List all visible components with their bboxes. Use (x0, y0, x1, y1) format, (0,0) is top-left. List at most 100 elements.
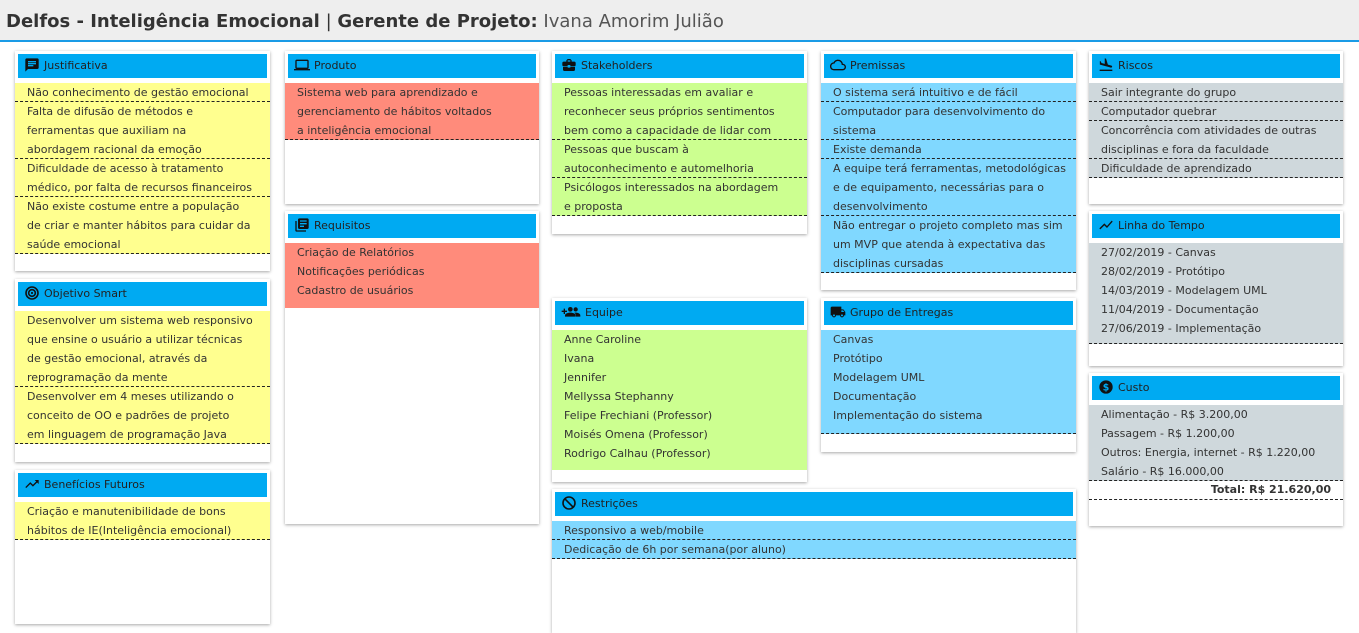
list-filler (552, 463, 807, 470)
card-header: Linha do Tempo (1092, 214, 1340, 238)
list-item: Não conhecimento de gestão emocional (15, 83, 270, 102)
list-item: 14/03/2019 - Modelagem UML (1089, 281, 1343, 300)
laptop-icon (294, 57, 310, 73)
list-item: 27/02/2019 - Canvas (1089, 243, 1343, 262)
list-item: Jennifer (552, 368, 807, 387)
card-title: Justificativa (44, 59, 108, 72)
list-item: Moisés Omena (Professor) (552, 425, 807, 444)
list-item: Existe demanda (821, 140, 1076, 159)
list-item: O sistema será intuitivo e de fácil manu… (821, 83, 1076, 102)
list-item: Protótipo (821, 349, 1076, 368)
card-title: Stakeholders (581, 59, 653, 72)
list-filler (821, 425, 1076, 434)
list-item: Pessoas interessadas em avaliar e reconh… (552, 83, 807, 140)
list-item: Computador para desenvolvimento do siste… (821, 102, 1076, 140)
list-item: Responsivo a web/mobile (552, 521, 1076, 540)
list-item: Outros: Energia, internet - R$ 1.220,00 (1089, 443, 1343, 462)
list-item: Dificuldade de acesso à tratamento médic… (15, 159, 270, 197)
list-item: 27/06/2019 - Implementação (1089, 319, 1343, 338)
list-item: Desenvolver um sistema web responsivo qu… (15, 311, 270, 387)
cost-total: Total: R$ 21.620,00 (1089, 481, 1343, 500)
list-item: Anne Caroline (552, 330, 807, 349)
card-header: Restrições (555, 492, 1073, 516)
card-header: Objetivo Smart (18, 282, 267, 306)
card-header: Riscos (1092, 54, 1340, 78)
list-item: 28/02/2019 - Protótipo (1089, 262, 1343, 281)
card-justificativa: Justificativa Não conhecimento de gestão… (15, 51, 270, 271)
card-restricoes: Restrições Responsivo a web/mobile Dedic… (552, 489, 1076, 633)
list-item: Sistema web para aprendizado e gerenciam… (285, 83, 539, 140)
list-item: Felipe Frechiani (Professor) (552, 406, 807, 425)
cloud-icon (830, 57, 846, 73)
card-header: Benefícios Futuros (18, 473, 267, 497)
list-item: Falta de difusão de métodos e ferramenta… (15, 102, 270, 159)
card-linha-do-tempo: Linha do Tempo 27/02/2019 - Canvas 28/02… (1089, 211, 1343, 366)
list-filler (1089, 338, 1343, 344)
card-title: Linha do Tempo (1118, 219, 1205, 232)
list-item: Notificações periódicas (285, 262, 539, 281)
list-item: 11/04/2019 - Documentação (1089, 300, 1343, 319)
card-title: Grupo de Entregas (850, 306, 954, 319)
card-header: Justificativa (18, 54, 267, 78)
card-header: Premissas (824, 54, 1073, 78)
list-item: Mellyssa Stephanny (552, 387, 807, 406)
card-title: Premissas (850, 59, 906, 72)
card-premissas: Premissas O sistema será intuitivo e de … (821, 51, 1076, 290)
library-books-icon (294, 217, 310, 233)
list-item: Ivana (552, 349, 807, 368)
list-item: Rodrigo Calhau (Professor) (552, 444, 807, 463)
list-item: Psicólogos interessados na abordagem e p… (552, 178, 807, 216)
card-header: Grupo de Entregas (824, 301, 1073, 325)
list-item: Documentação (821, 387, 1076, 406)
list-item: Concorrência com atividades de outras di… (1089, 121, 1343, 159)
card-custo: $ Custo Alimentação - R$ 3.200,00 Passage… (1089, 373, 1343, 526)
list-item: Implementação do sistema (821, 406, 1076, 425)
role-label: Gerente de Projeto: (337, 11, 538, 32)
target-icon (24, 285, 40, 301)
list-item: Modelagem UML (821, 368, 1076, 387)
card-title: Equipe (585, 306, 623, 319)
list-filler (285, 300, 539, 308)
list-item: Canvas (821, 330, 1076, 349)
group-add-icon (561, 304, 581, 320)
list-item: Alimentação - R$ 3.200,00 (1089, 405, 1343, 424)
card-header: Requisitos (288, 214, 536, 238)
card-produto: Produto Sistema web para aprendizado e g… (285, 51, 539, 204)
card-title: Riscos (1118, 59, 1153, 72)
list-item: Não existe costume entre a população de … (15, 197, 270, 254)
list-item: A equipe terá ferramentas, metodológicas… (821, 159, 1076, 216)
list-item: Criação de Relatórios (285, 243, 539, 262)
card-header: Stakeholders (555, 54, 804, 78)
card-stakeholders: Stakeholders Pessoas interessadas em ava… (552, 51, 807, 234)
card-title: Produto (314, 59, 357, 72)
card-beneficios-futuros: Benefícios Futuros Criação e manutenibil… (15, 470, 270, 624)
svg-text:$: $ (1103, 382, 1110, 393)
chat-bubble-icon (24, 57, 40, 73)
title-separator: | (325, 11, 332, 32)
card-title: Requisitos (314, 219, 371, 232)
timeline-icon (1098, 217, 1114, 233)
card-title: Benefícios Futuros (44, 478, 145, 491)
manager-name: Ivana Amorim Julião (543, 11, 724, 32)
plane-landing-icon (1098, 57, 1114, 73)
list-item: Dedicação de 6h por semana(por aluno) (552, 540, 1076, 559)
list-item: Computador quebrar (1089, 102, 1343, 121)
list-item: Não entregar o projeto completo mas sim … (821, 216, 1076, 273)
card-riscos: Riscos Sair integrante do grupo Computad… (1089, 51, 1343, 204)
list-item: Cadastro de usuários (285, 281, 539, 300)
list-item: Sair integrante do grupo (1089, 83, 1343, 102)
card-title: Custo (1118, 381, 1150, 394)
card-title: Restrições (581, 497, 638, 510)
card-equipe: Equipe Anne Caroline Ivana Jennifer Mell… (552, 298, 807, 482)
list-item: Criação e manutenibilidade de bons hábit… (15, 502, 270, 540)
card-header: $ Custo (1092, 376, 1340, 400)
list-item: Passagem - R$ 1.200,00 (1089, 424, 1343, 443)
page-title: Delfos - Inteligência Emocional | Gerent… (6, 11, 724, 33)
trending-up-icon (24, 476, 40, 492)
briefcase-icon (561, 57, 577, 73)
list-item: Salário - R$ 16.000,00 (1089, 462, 1343, 481)
card-requisitos: Requisitos Criação de Relatórios Notific… (285, 211, 539, 524)
card-header: Produto (288, 54, 536, 78)
list-item: Desenvolver em 4 meses utilizando o conc… (15, 387, 270, 444)
card-objetivo-smart: Objetivo Smart Desenvolver um sistema we… (15, 279, 270, 462)
